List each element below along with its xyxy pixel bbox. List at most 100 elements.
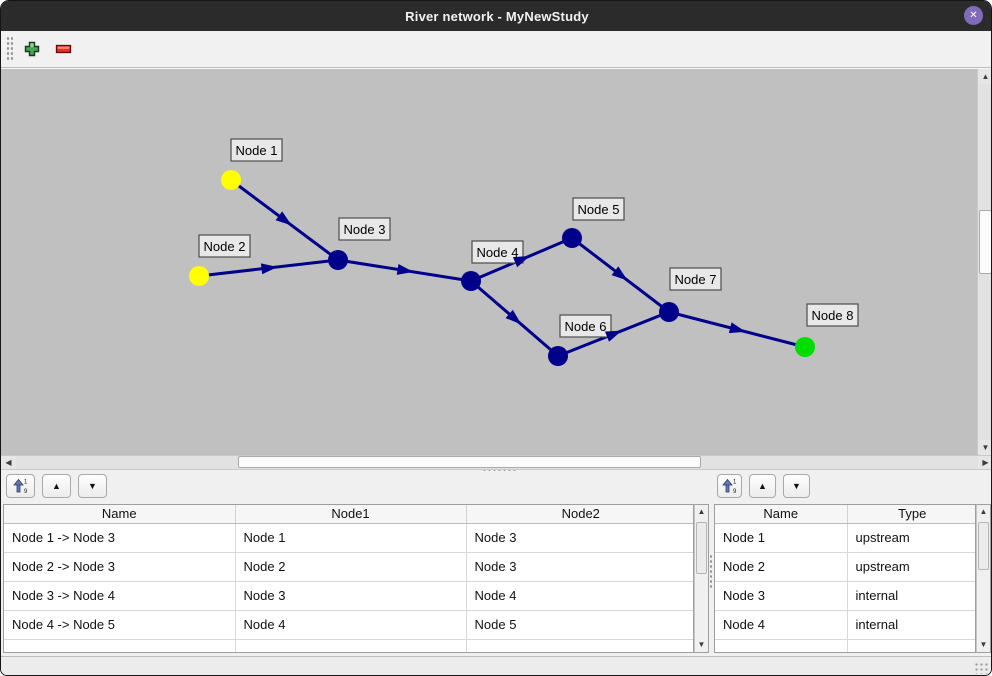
table-cell bbox=[847, 639, 975, 652]
column-header[interactable]: Name bbox=[715, 505, 848, 524]
node-label-box[interactable] bbox=[572, 197, 625, 221]
canvas-horizontal-scrollbar[interactable]: ◀ ▶ bbox=[1, 455, 991, 470]
node-label-box[interactable] bbox=[559, 314, 612, 338]
table-cell: Node 1 -> Node 3 bbox=[4, 523, 236, 553]
column-header[interactable]: Node1 bbox=[235, 505, 467, 524]
node-label-box[interactable] bbox=[669, 267, 722, 291]
column-header[interactable]: Node2 bbox=[466, 505, 693, 524]
node-label: Node 4 bbox=[477, 245, 519, 260]
edge-arrow-icon bbox=[505, 309, 522, 325]
minus-icon bbox=[55, 44, 72, 54]
table-cell: Node 3 -> Node 4 bbox=[4, 581, 236, 611]
remove-node-button[interactable] bbox=[55, 42, 72, 56]
move-link-down-button[interactable]: ▼ bbox=[78, 474, 107, 498]
move-node-down-button[interactable]: ▼ bbox=[783, 474, 810, 498]
move-node-up-button[interactable]: ▲ bbox=[749, 474, 776, 498]
scroll-up-icon[interactable]: ▲ bbox=[977, 505, 990, 519]
vertical-splitter-handle[interactable] bbox=[709, 554, 714, 588]
scroll-right-icon[interactable]: ▶ bbox=[978, 456, 991, 469]
graph-node[interactable] bbox=[659, 302, 679, 322]
table-cell bbox=[466, 639, 693, 652]
sort-1-9-icon: 1 9 bbox=[722, 478, 737, 494]
canvas-hscroll-thumb[interactable] bbox=[238, 456, 701, 468]
sort-1-9-icon: 1 9 bbox=[13, 478, 28, 494]
toolbar-drag-handle[interactable] bbox=[6, 36, 13, 62]
table-cell: Node 1 bbox=[715, 523, 848, 553]
table-cell: Node 4 bbox=[235, 610, 467, 640]
down-triangle-icon: ▼ bbox=[792, 481, 801, 491]
graph-node[interactable] bbox=[328, 250, 348, 270]
table-row-empty[interactable] bbox=[715, 639, 975, 652]
svg-text:9: 9 bbox=[24, 489, 28, 494]
nodes-scroll-thumb[interactable] bbox=[978, 522, 989, 570]
graph-node[interactable] bbox=[221, 170, 241, 190]
close-icon[interactable]: ✕ bbox=[964, 6, 983, 25]
links-scroll-thumb[interactable] bbox=[696, 522, 707, 574]
table-cell: Node 3 bbox=[235, 581, 467, 611]
table-cell: Node 4 bbox=[715, 610, 848, 640]
table-cell: upstream bbox=[847, 552, 975, 582]
down-triangle-icon: ▼ bbox=[88, 481, 97, 491]
node-label: Node 6 bbox=[565, 319, 607, 334]
node-label-box[interactable] bbox=[338, 217, 391, 241]
main-toolbar bbox=[1, 31, 991, 68]
table-cell: Node 2 bbox=[715, 552, 848, 582]
nodes-table-toolbar: 1 9 ▲ ▼ bbox=[717, 474, 810, 498]
scroll-up-icon[interactable]: ▲ bbox=[978, 69, 991, 84]
node-label-box[interactable] bbox=[806, 303, 859, 327]
move-link-up-button[interactable]: ▲ bbox=[42, 474, 71, 498]
scroll-down-icon[interactable]: ▼ bbox=[977, 638, 990, 652]
graph-node[interactable] bbox=[548, 346, 568, 366]
table-cell: Node 5 bbox=[466, 610, 693, 640]
canvas-vertical-scrollbar[interactable]: ▲ ▼ bbox=[977, 69, 991, 455]
table-row-empty[interactable] bbox=[4, 639, 693, 652]
plus-icon bbox=[24, 41, 40, 57]
scroll-left-icon[interactable]: ◀ bbox=[1, 456, 16, 469]
column-header[interactable]: Name bbox=[4, 505, 236, 524]
table-cell: internal bbox=[847, 610, 975, 640]
graph-node[interactable] bbox=[562, 228, 582, 248]
edge-arrow-icon bbox=[728, 322, 746, 334]
canvas-vscroll-thumb[interactable] bbox=[979, 210, 991, 274]
scroll-up-icon[interactable]: ▲ bbox=[695, 505, 708, 519]
node-label: Node 8 bbox=[812, 308, 854, 323]
nodes-table-scrollbar[interactable]: ▲ ▼ bbox=[976, 504, 991, 653]
titlebar: River network - MyNewStudy ✕ bbox=[1, 1, 991, 31]
sort-nodes-button[interactable]: 1 9 bbox=[717, 474, 742, 498]
graph-node[interactable] bbox=[461, 271, 481, 291]
sort-links-button[interactable]: 1 9 bbox=[6, 474, 35, 498]
node-label-box[interactable] bbox=[230, 138, 283, 162]
edge-arrow-icon bbox=[260, 263, 278, 275]
scroll-down-icon[interactable]: ▼ bbox=[978, 440, 991, 455]
node-label-box[interactable] bbox=[198, 234, 251, 258]
add-node-button[interactable] bbox=[23, 40, 41, 58]
scroll-down-icon[interactable]: ▼ bbox=[695, 638, 708, 652]
window-title: River network - MyNewStudy bbox=[405, 8, 589, 24]
up-triangle-icon: ▲ bbox=[758, 481, 767, 491]
column-header[interactable]: Type bbox=[847, 505, 975, 524]
links-table-scrollbar[interactable]: ▲ ▼ bbox=[694, 504, 709, 653]
graph-node[interactable] bbox=[795, 337, 815, 357]
up-triangle-icon: ▲ bbox=[52, 481, 61, 491]
graph-node[interactable] bbox=[189, 266, 209, 286]
table-cell bbox=[235, 639, 467, 652]
resize-grip-icon[interactable] bbox=[974, 662, 988, 674]
node-label-box[interactable] bbox=[471, 240, 524, 264]
table-cell: Node 4 -> Node 5 bbox=[4, 610, 236, 640]
